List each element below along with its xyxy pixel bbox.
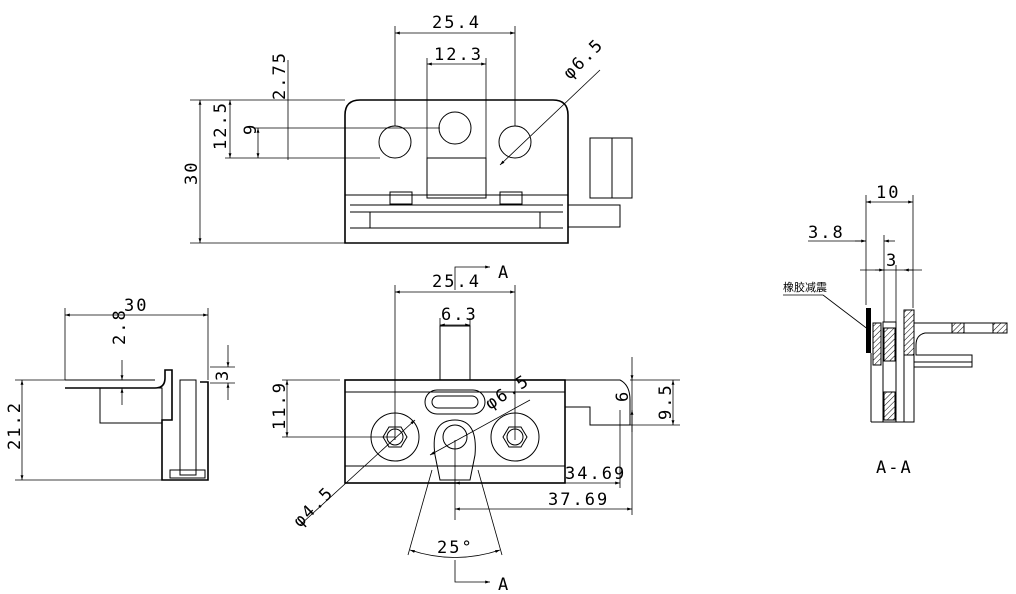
section-marker-top: A [498, 263, 510, 283]
hole-left [378, 125, 412, 159]
dim-front-6-3: 6.3 [441, 305, 478, 325]
side-outline [65, 369, 209, 481]
dim-side-30: 30 [124, 296, 148, 316]
dim-front-phi-6-5: φ6.5 [482, 371, 534, 414]
dim-top-12-3: 12.3 [434, 45, 483, 65]
dim-side-3: 3 [213, 369, 233, 381]
dim-top-2-75: 2.75 [270, 51, 290, 100]
dim-front-9-5: 9.5 [656, 383, 676, 420]
dim-front-34-69: 34.69 [565, 464, 626, 484]
dim-front-6: 6 [613, 390, 633, 402]
dim-section-3: 3 [886, 251, 898, 271]
side-view: 30 2.8 3 21.2 [5, 296, 235, 481]
front-view: 25.4 6.3 11.9 φ6.5 φ4.5 9.5 6 34.69 37.6… [270, 263, 680, 594]
dim-top-12-5: 12.5 [211, 101, 231, 150]
slot [424, 389, 486, 415]
dim-section-3-8: 3.8 [808, 223, 845, 243]
front-tab [565, 379, 631, 426]
rubber-damper [866, 308, 871, 353]
top-body-outline [344, 99, 569, 244]
section-view: 10 3.8 3 橡胶减震 A-A [783, 183, 1008, 478]
dim-top-25-4: 25.4 [432, 13, 481, 33]
section-title: A-A [876, 458, 913, 478]
dim-side-21-2: 21.2 [5, 401, 25, 450]
dim-top-30: 30 [182, 161, 202, 185]
dim-front-25-4: 25.4 [432, 272, 481, 292]
hole-right [498, 125, 532, 159]
latch-jaw [433, 419, 476, 481]
dim-front-11-9: 11.9 [270, 381, 290, 430]
top-tab [589, 137, 633, 199]
bolt-stem [439, 325, 471, 381]
hole-center [438, 111, 472, 145]
section-marker-bottom: A [498, 575, 510, 594]
dim-top-9: 9 [241, 123, 261, 135]
dim-top-phi-6-5: φ6.5 [559, 35, 608, 84]
center-slot [426, 157, 487, 199]
callout-rubber-damping: 橡胶减震 [783, 280, 827, 294]
dim-front-25-deg: 25° [437, 538, 474, 558]
dim-front-phi-4-5: φ4.5 [289, 483, 338, 532]
top-view: 25.4 12.3 φ6.5 30 12.5 9 2.75 [182, 13, 633, 244]
dim-section-10: 10 [876, 183, 900, 203]
dim-front-37-69: 37.69 [548, 490, 609, 510]
dim-side-2-8: 2.8 [110, 308, 130, 345]
